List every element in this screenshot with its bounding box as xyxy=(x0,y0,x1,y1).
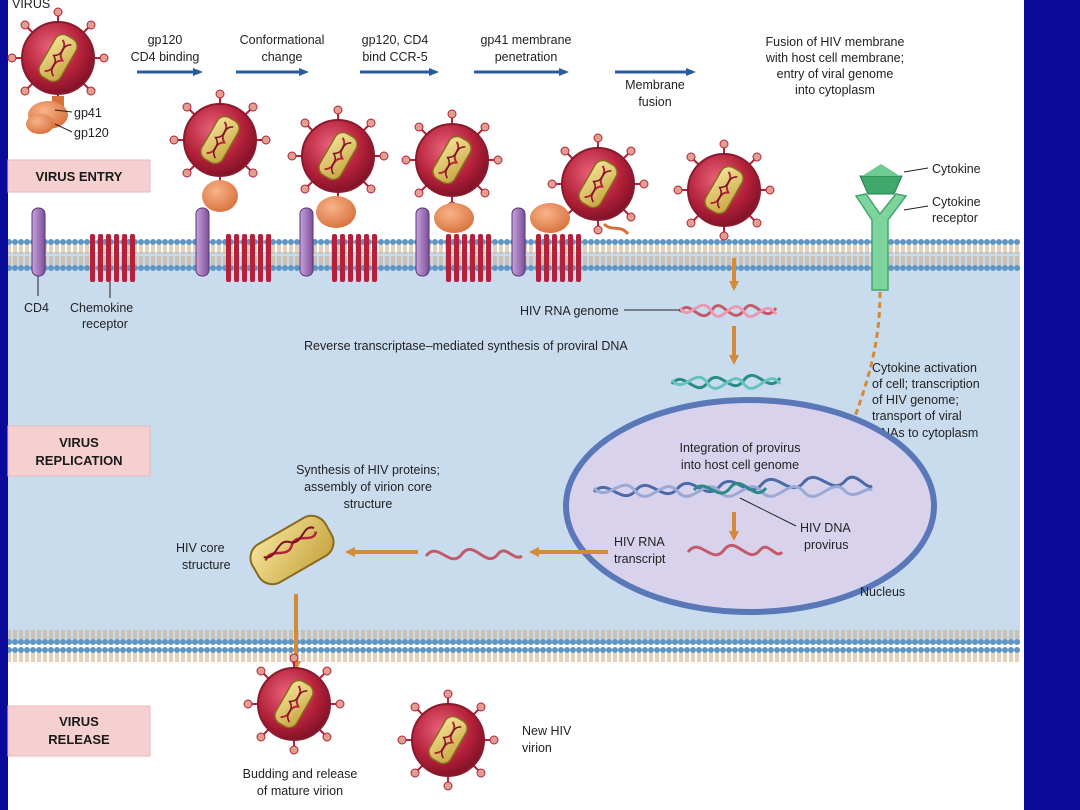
svg-text:of mature virion: of mature virion xyxy=(257,784,343,798)
cytokine-receptor-label-1: Cytokine xyxy=(932,195,981,209)
virion-ccr5-binding xyxy=(401,109,503,211)
svg-text:assembly of virion core: assembly of virion core xyxy=(304,480,432,494)
svg-text:HIV DNA: HIV DNA xyxy=(800,521,851,535)
stage-box-virus-replication: VIRUS REPLICATION xyxy=(7,425,151,477)
plasma-membrane-bottom xyxy=(8,628,1020,662)
svg-text:fusion: fusion xyxy=(638,95,671,109)
virion-conformational-change xyxy=(287,105,389,207)
svg-text:RNAs to cytoplasm: RNAs to cytoplasm xyxy=(872,426,978,440)
cytokine-receptor xyxy=(854,193,908,291)
hiv-rna-transcript xyxy=(686,543,784,557)
svg-text:penetration: penetration xyxy=(495,50,558,64)
svg-text:structure: structure xyxy=(344,497,393,511)
hiv-rna-genome-label: HIV RNA genome xyxy=(520,304,619,318)
cd4-receptor-3 xyxy=(299,207,314,277)
svg-text:HIV RNA: HIV RNA xyxy=(614,535,665,549)
svg-text:transport of viral: transport of viral xyxy=(872,409,962,423)
gp41-label: gp41 xyxy=(74,106,102,120)
svg-text:VIRUS: VIRUS xyxy=(59,435,99,450)
chemokine-label-2: receptor xyxy=(82,317,128,331)
synthesis-label: Synthesis of HIV proteins; assembly of v… xyxy=(296,463,440,511)
top-left-label: VIRUS xyxy=(12,0,50,11)
nucleus xyxy=(563,397,937,615)
cytokine-receptor-label-2: receptor xyxy=(932,211,978,225)
cytokine-signal-arrow xyxy=(833,291,882,473)
step-label-membrane-fusion: Membrane fusion xyxy=(625,78,685,109)
cytokine-activation-text: Cytokine activation of cell; transcripti… xyxy=(872,361,980,440)
svg-text:with host cell membrane;: with host cell membrane; xyxy=(765,51,904,65)
svg-text:VIRUS ENTRY: VIRUS ENTRY xyxy=(36,169,123,184)
svg-text:REPLICATION: REPLICATION xyxy=(35,453,122,468)
svg-text:entry of viral genome: entry of viral genome xyxy=(777,67,894,81)
cytoplasmic-rna xyxy=(424,547,523,561)
svg-text:into cytoplasm: into cytoplasm xyxy=(795,83,875,97)
chemokine-label-1: Chemokine xyxy=(70,301,133,315)
cd4-receptor-1 xyxy=(31,207,46,277)
hiv-rna-genome xyxy=(678,303,778,319)
gp41-gp120-complex xyxy=(26,96,68,134)
svg-text:CD4 binding: CD4 binding xyxy=(131,50,200,64)
nucleus-label: Nucleus xyxy=(860,585,905,599)
svg-text:HIV core: HIV core xyxy=(176,541,225,555)
svg-text:virion: virion xyxy=(522,741,552,755)
budding-label: Budding and release of mature virion xyxy=(243,767,358,798)
svg-text:structure: structure xyxy=(182,558,231,572)
svg-text:Budding and release: Budding and release xyxy=(243,767,358,781)
hiv-core-label: HIV core structure xyxy=(176,541,231,572)
svg-text:Synthesis of HIV proteins;: Synthesis of HIV proteins; xyxy=(296,463,440,477)
stage-box-virus-entry: VIRUS ENTRY xyxy=(7,159,151,193)
virion-membrane-fusion xyxy=(673,139,775,241)
gp120-label: gp120 xyxy=(74,126,109,140)
host-genome-with-provirus xyxy=(592,475,873,498)
svg-text:of HIV genome;: of HIV genome; xyxy=(872,393,959,407)
svg-text:gp41 membrane: gp41 membrane xyxy=(480,33,571,47)
step-label-gp41-penetration: gp41 membrane penetration xyxy=(480,33,571,64)
step-label-fusion-entry: Fusion of HIV membrane with host cell me… xyxy=(765,35,905,97)
hiv-core-structure xyxy=(249,514,335,586)
svg-text:Fusion of HIV membrane: Fusion of HIV membrane xyxy=(766,35,905,49)
budding-virion xyxy=(243,653,345,755)
cd4-receptor-4 xyxy=(415,207,430,277)
svg-text:into host cell genome: into host cell genome xyxy=(681,458,799,472)
svg-text:Membrane: Membrane xyxy=(625,78,685,92)
reverse-transcriptase-label: Reverse transcriptase–mediated synthesis… xyxy=(304,339,628,353)
proviral-dna xyxy=(670,373,782,390)
cd4-receptor-5 xyxy=(511,207,526,277)
stage-box-virus-release: VIRUS RELEASE xyxy=(7,705,151,757)
virion-cd4-binding xyxy=(169,89,271,191)
svg-text:bind CCR-5: bind CCR-5 xyxy=(362,50,427,64)
new-virion-label: New HIV virion xyxy=(522,724,572,755)
svg-text:Integration of provirus: Integration of provirus xyxy=(680,441,801,455)
svg-text:New HIV: New HIV xyxy=(522,724,572,738)
svg-text:gp120: gp120 xyxy=(148,33,183,47)
svg-text:gp120, CD4: gp120, CD4 xyxy=(362,33,429,47)
svg-text:of cell; transcription: of cell; transcription xyxy=(872,377,980,391)
svg-text:transcript: transcript xyxy=(614,552,666,566)
step-label-conformational-change: Conformational change xyxy=(240,33,325,64)
cd4-label: CD4 xyxy=(24,301,49,315)
svg-text:RELEASE: RELEASE xyxy=(48,732,110,747)
svg-text:provirus: provirus xyxy=(804,538,848,552)
cytokine-label: Cytokine xyxy=(932,162,981,176)
cd4-receptor-2 xyxy=(195,207,210,277)
virion-free xyxy=(7,7,109,109)
cytokine xyxy=(859,164,903,195)
new-hiv-virion xyxy=(397,689,499,791)
step-label-bind-ccr5: gp120, CD4 bind CCR-5 xyxy=(362,33,429,64)
svg-text:change: change xyxy=(261,50,302,64)
step-label-cd4-binding: gp120 CD4 binding xyxy=(131,33,200,64)
svg-text:Cytokine activation: Cytokine activation xyxy=(872,361,977,375)
hiv-rna-transcript-label: HIV RNA transcript xyxy=(614,535,666,566)
svg-text:VIRUS: VIRUS xyxy=(59,714,99,729)
hiv-dna-provirus-label: HIV DNA provirus xyxy=(800,521,851,552)
integration-label: Integration of provirus into host cell g… xyxy=(680,441,801,472)
svg-text:Conformational: Conformational xyxy=(240,33,325,47)
